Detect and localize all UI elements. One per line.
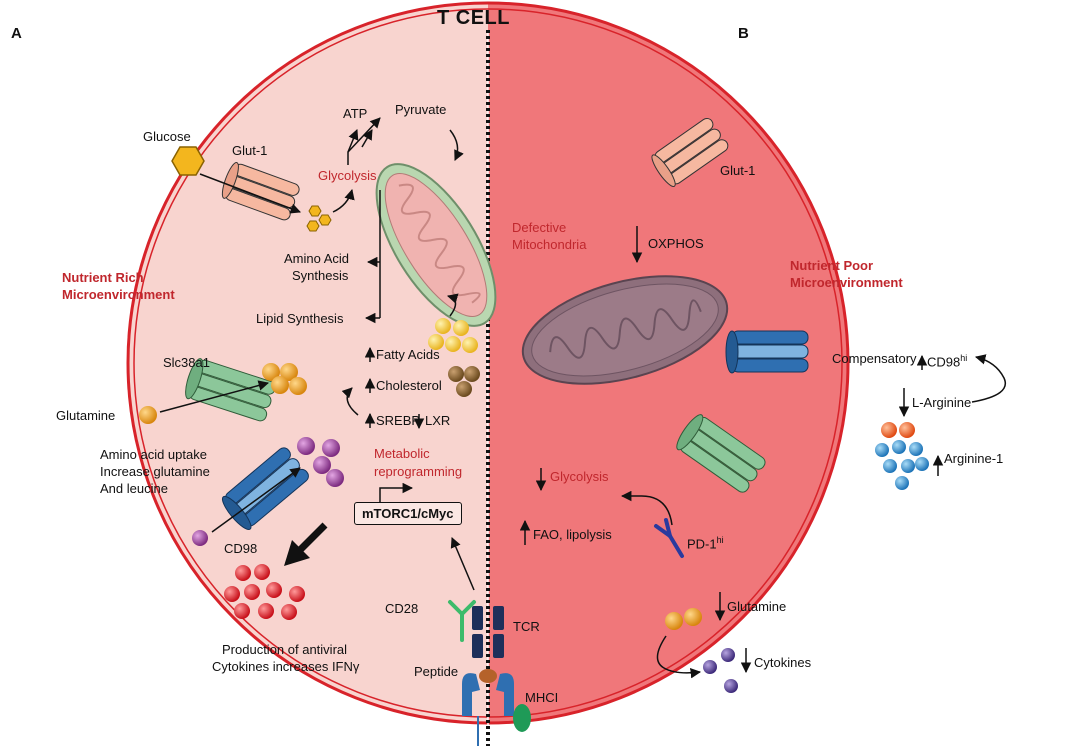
slc38a1-label: Slc38a1 xyxy=(163,355,210,370)
mitochondrion-right xyxy=(521,275,729,385)
lipid-synthesis-label: Lipid Synthesis xyxy=(256,311,344,326)
defective-mito-line1: Defective xyxy=(512,220,567,235)
glycolysis-label-left: Glycolysis xyxy=(318,168,377,183)
l-arginine-label: L-Arginine xyxy=(912,395,972,410)
cd98-transporter xyxy=(221,447,309,530)
peptide-label: Peptide xyxy=(414,664,459,679)
amino-acid-synthesis-line1: Amino Acid xyxy=(284,251,350,266)
pyruvate-label: Pyruvate xyxy=(395,102,447,117)
glutamine-inside-icon xyxy=(262,363,307,395)
mhci-label: MHCI xyxy=(525,690,559,705)
tcr-receptor xyxy=(472,606,504,658)
amino-acid-synthesis-line2: Synthesis xyxy=(292,268,349,283)
env-rich-line2: Microenvironment xyxy=(62,287,175,302)
srebp-label: SREBP xyxy=(376,413,421,428)
fao-label: FAO, lipolysis xyxy=(533,527,612,542)
env-rich-line1: Nutrient Rich xyxy=(62,270,144,285)
amino-acid-uptake-line1: Amino acid uptake xyxy=(100,447,207,462)
cholesterol-label: Cholesterol xyxy=(376,378,442,393)
atp-label: ATP xyxy=(343,106,368,121)
cytokine-production-line2: Cytokines increases IFNγ xyxy=(212,659,360,674)
cd28-receptor xyxy=(448,600,476,642)
oxphos-label: OXPHOS xyxy=(648,236,704,251)
pd1-receptor xyxy=(654,518,684,558)
green-transporter-right xyxy=(676,414,766,493)
glutamine-label-left: Glutamine xyxy=(56,408,116,423)
glut1-label-right: Glut-1 xyxy=(720,163,756,178)
lxr-label: LXR xyxy=(425,413,451,428)
export-arrow xyxy=(295,522,328,555)
mtorc1-box: mTORC1/cMyc xyxy=(354,502,462,525)
panel-label-b: B xyxy=(738,25,749,42)
cd98-cargo-inside-icon xyxy=(297,437,344,487)
cytokines-right-icon xyxy=(703,648,738,693)
cd28-label: CD28 xyxy=(385,601,419,616)
fatty-acid-balls xyxy=(428,318,478,353)
glutamine-label-right: Glutamine xyxy=(727,599,787,614)
mhci-molecule xyxy=(462,673,531,746)
glut1-label-left: Glut-1 xyxy=(232,143,268,158)
env-poor-line2: Microenvironment xyxy=(790,275,903,290)
fatty-acids-label: Fatty Acids xyxy=(376,347,440,362)
amino-acid-uptake-line2: Increase glutamine xyxy=(100,464,210,479)
metabolic-reprogramming-line1: Metabolic xyxy=(374,446,430,461)
ifn-gamma-balls xyxy=(224,564,305,620)
metabolic-reprogramming-line2: reprogramming xyxy=(374,464,463,479)
env-poor-line1: Nutrient Poor xyxy=(790,258,874,273)
arginine1-label: Arginine-1 xyxy=(944,451,1004,466)
arginine-balls xyxy=(875,422,929,490)
defective-mito-line2: Mitochondria xyxy=(512,237,587,252)
tcr-label: TCR xyxy=(513,619,540,634)
diagram-title: T CELL xyxy=(437,7,510,29)
pd1-label: PD-1hi xyxy=(687,535,724,552)
cd98hi-transporter xyxy=(725,330,809,374)
cd98-label-left: CD98 xyxy=(224,541,258,556)
cholesterol-balls xyxy=(448,366,480,397)
panel-label-a: A xyxy=(11,25,22,42)
compensatory-label: Compensatory xyxy=(832,351,917,366)
glut1-transporter-right xyxy=(651,117,729,188)
mitochondrion-left xyxy=(375,163,497,327)
glycolysis-label-right: Glycolysis xyxy=(550,469,609,484)
glucose-molecules-icon xyxy=(306,205,332,232)
cytokines-label-right: Cytokines xyxy=(754,655,812,670)
glutamine-right-icon xyxy=(665,608,702,630)
glucose-label: Glucose xyxy=(143,129,191,144)
cd98hi-label: CD98hi xyxy=(927,353,968,370)
cytokine-production-line1: Production of antiviral xyxy=(222,642,348,657)
cd98-cargo-outside-icon xyxy=(192,530,208,546)
peptide-icon xyxy=(479,669,497,683)
glutamine-outside-icon xyxy=(139,406,157,424)
glut1-transporter-left xyxy=(221,161,300,221)
amino-acid-uptake-line3: And leucine xyxy=(100,481,168,496)
glucose-icon xyxy=(171,146,205,176)
